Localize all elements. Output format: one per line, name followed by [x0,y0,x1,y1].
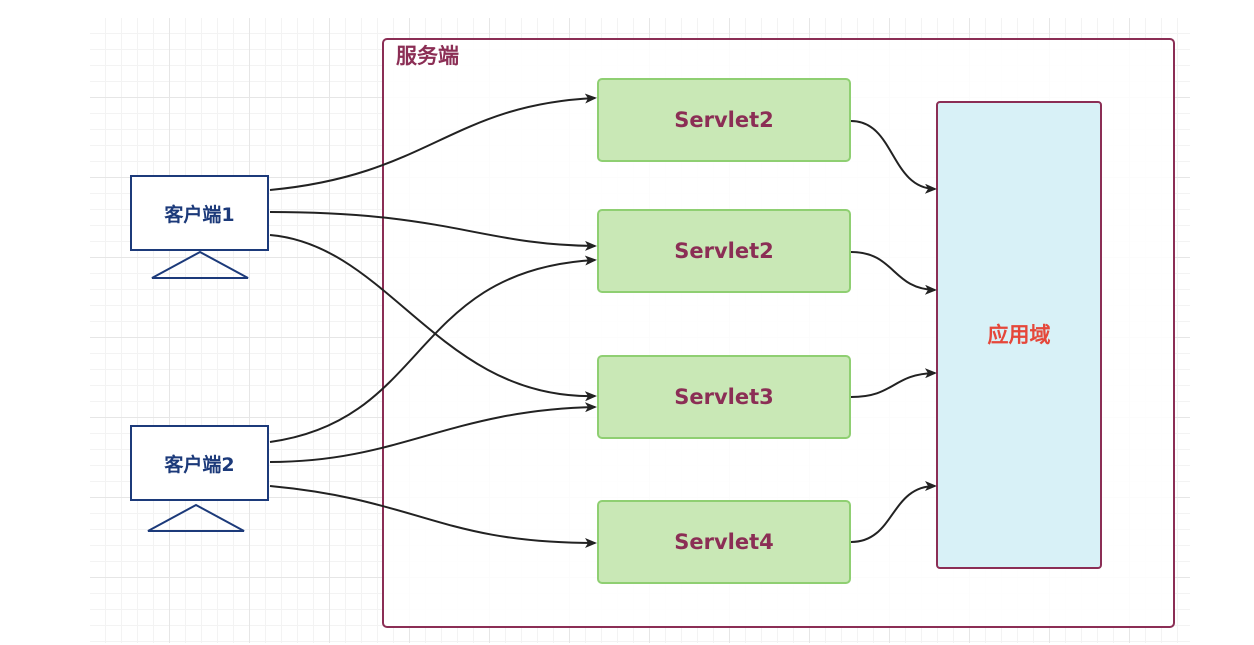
application-domain-box[interactable]: 应用域 [936,101,1102,569]
arrow-client1-servlet3 [269,234,597,402]
arrow-servlet2-app [850,251,937,295]
arrow-client2-servlet3 [269,402,597,463]
arrow-servlet1-app [850,120,937,194]
arrow-client1-servlet1 [269,93,597,191]
server-label: 服务端 [396,44,459,68]
client-2-monitor[interactable]: 客户端2 [130,425,269,501]
arrow-client1-servlet2 [269,211,597,251]
servlet-box-2[interactable]: Servlet2 [597,209,851,293]
servlet-box-3[interactable]: Servlet3 [597,355,851,439]
servlet-box-4[interactable]: Servlet4 [597,500,851,584]
servlet-box-1[interactable]: Servlet2 [597,78,851,162]
client-1-stand-icon [151,250,249,279]
arrow-client2-servlet2 [269,255,597,443]
client-2-stand-icon [147,503,245,532]
arrow-client2-servlet4 [269,485,597,548]
arrow-servlet4-app [850,481,937,543]
arrow-servlet3-app [850,368,937,398]
client-1-monitor[interactable]: 客户端1 [130,175,269,251]
